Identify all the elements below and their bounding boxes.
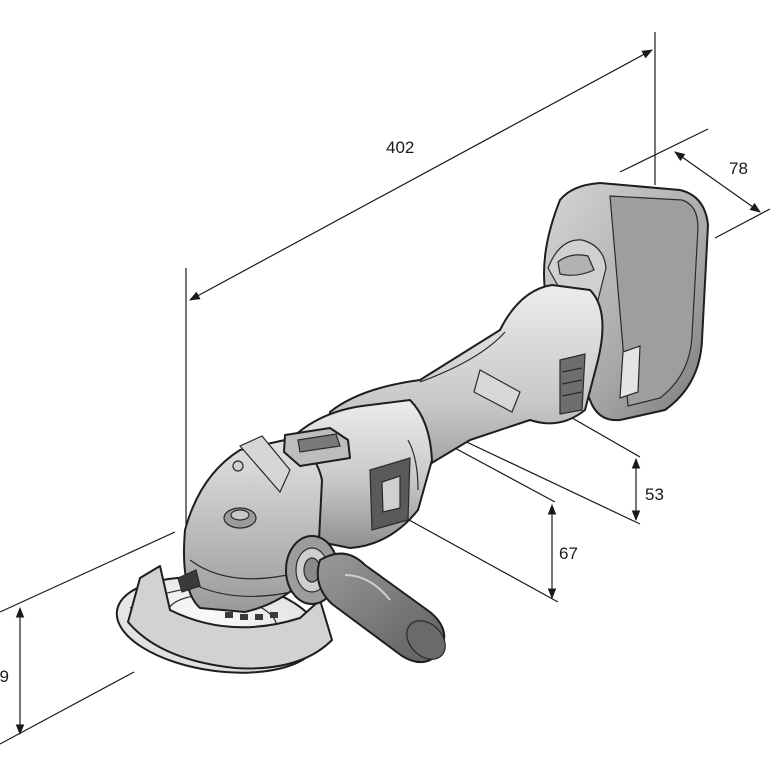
extension-line-overall-top: [0, 531, 176, 613]
extension-line-body-bottom: [399, 514, 559, 603]
dimension-width: 78: [619, 128, 770, 239]
head-lever: [239, 435, 291, 494]
grip-slot: [473, 369, 521, 413]
disc-guard: [127, 565, 333, 670]
dimension-label-length: 402: [386, 138, 414, 157]
extension-line-width-top: [619, 128, 709, 173]
dimension-label-body-height: 67: [559, 544, 578, 563]
dimension-arrow-length: [189, 49, 653, 301]
dimension-length: 402: [185, 32, 656, 545]
brand-logo: [177, 569, 201, 593]
angle-grinder: [115, 182, 709, 674]
dimension-arrow-width: [674, 151, 761, 213]
dimension-label-overall-height: 99: [0, 667, 9, 686]
extension-line-width-bottom: [714, 208, 770, 239]
gear-teeth: [225, 612, 278, 620]
dimension-body-height: 67: [399, 431, 578, 603]
dimension-label-grip-height: 53: [645, 485, 664, 504]
dimension-overall-height: 99: [0, 531, 176, 745]
dimension-label-width: 78: [729, 159, 748, 178]
